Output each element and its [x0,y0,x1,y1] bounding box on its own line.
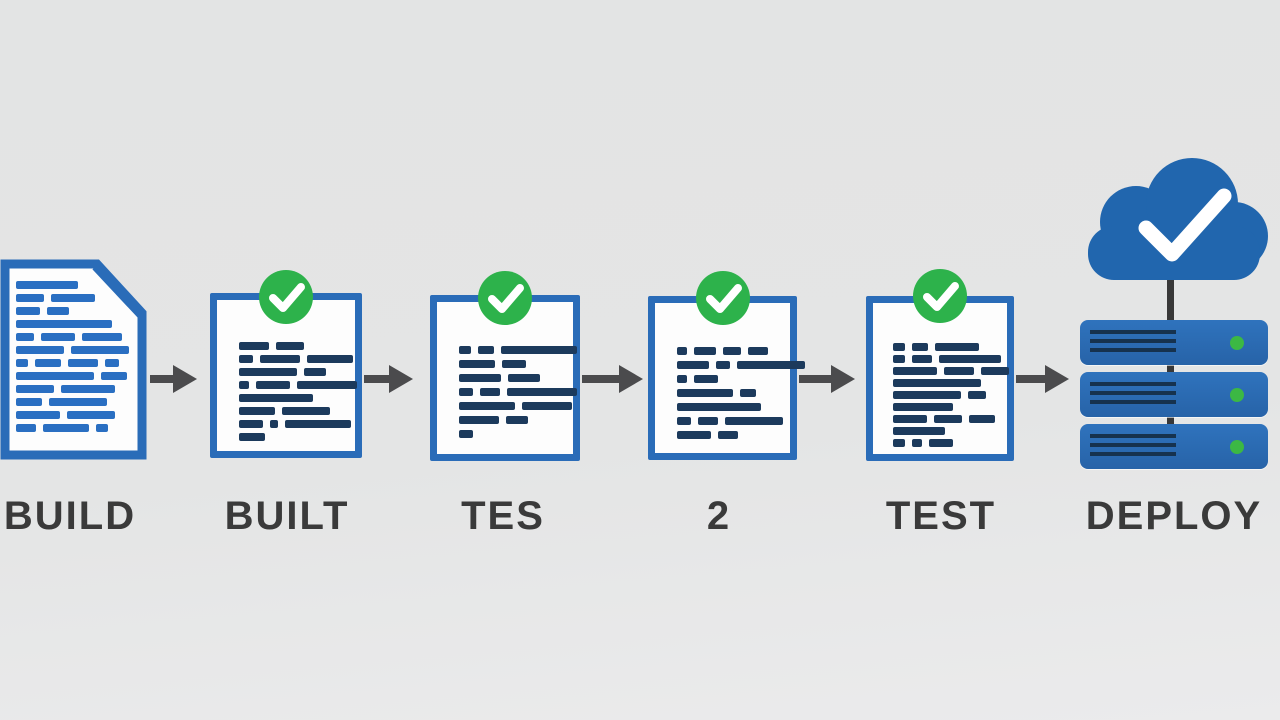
server-rack-unit [1080,372,1268,417]
arrow-head [1045,365,1069,393]
stage-built [210,270,362,458]
stage-label-built: BUILT [224,494,350,538]
arrow-shaft [364,375,389,383]
arrow-right-icon [364,365,413,393]
check-circle-icon [478,271,532,325]
server-status-dot [1230,335,1244,350]
arrow-head [389,365,413,393]
arrow-shaft [150,375,173,383]
arrow-right-icon [582,365,643,393]
check-circle-icon [696,271,750,325]
server-status-dot [1230,387,1244,402]
arrow-shaft [1016,375,1045,383]
check-circle-icon [259,270,313,324]
arrow-right-icon [799,365,855,393]
server-rack-unit [1080,320,1268,365]
document-text-lines [459,346,577,438]
arrow-head [619,365,643,393]
server-vents [1090,434,1176,459]
document-text-lines [893,343,1009,447]
stage-tes [430,271,580,461]
check-circle-icon [913,269,967,323]
cloud-check-icon [1088,158,1268,280]
stage-2 [648,271,805,460]
stage-label-test: TEST [885,494,997,538]
server-rack-unit [1080,424,1268,469]
arrow-shaft [582,375,619,383]
server-status-dot [1230,439,1244,454]
document-text-lines [239,342,357,441]
server-vents [1090,382,1176,407]
server-vents [1090,330,1176,355]
stage-test [866,269,1014,461]
document-text-lines [677,347,805,439]
stage-label-build: BUILD [3,494,137,538]
stage-build [0,255,148,460]
arrow-head [173,365,197,393]
arrow-right-icon [1016,365,1069,393]
document-text-lines [16,281,129,432]
stage-label-deploy: DEPLOY [1085,494,1263,538]
arrow-shaft [799,375,831,383]
stage-label-2: 2 [706,494,732,538]
arrow-head [831,365,855,393]
arrow-right-icon [150,365,197,393]
stage-label-tes: TES [461,494,545,538]
